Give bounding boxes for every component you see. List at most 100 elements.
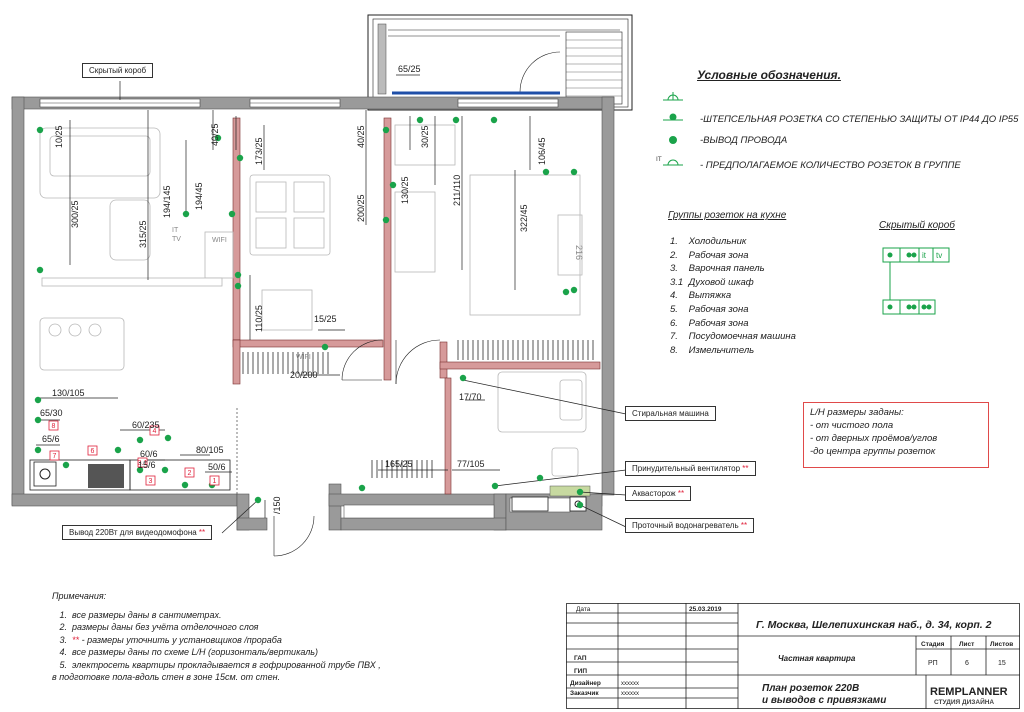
stamp-title-1: План розеток 220В: [762, 683, 859, 694]
bed-size-label: 216: [574, 245, 584, 260]
dim-60-235: 60/235: [132, 420, 160, 430]
leader-lines: [119, 81, 627, 534]
hidden-box-detail: [882, 247, 950, 315]
hidden-box-title: Скрытый короб: [879, 220, 955, 231]
stamp-sheets-label: Листов: [990, 641, 1013, 648]
dim-80-105: 80/105: [196, 445, 224, 455]
stamp-sheet: 6: [965, 660, 969, 667]
socket-icon: [663, 113, 683, 121]
stamp-address: Г. Москва, Шелепихинская наб., д. 34, ко…: [756, 619, 992, 631]
lh-note-line: - от дверных проёмов/углов: [810, 433, 938, 444]
dim-40-25b: 40/25: [356, 125, 366, 148]
lh-note-line: - от чистого пола: [810, 420, 894, 431]
kitchen-group-item: 3. Варочная панель: [670, 263, 765, 275]
lh-note-line: -до центра группы розеток: [810, 446, 936, 457]
dim-77-105: 77/105: [457, 459, 485, 469]
kitchen-groups-list: 1. Холодильник 2. Рабочая зона 3. Варочн…: [670, 235, 796, 357]
dim-150: /150: [272, 496, 282, 514]
it-prefix: IT: [656, 156, 662, 163]
dim-194-45: 194/45: [194, 182, 204, 210]
dim-50-6: 50/6: [208, 462, 226, 472]
dim-15-6: 15/6: [138, 460, 156, 470]
notes: Примечания: 1. все размеры даны в сантим…: [52, 590, 381, 684]
stamp-designer-value: xxxxxx: [621, 681, 639, 687]
group-num: 3.1: [138, 460, 148, 467]
kitchen-group-item: 5. Рабочая зона: [670, 303, 749, 315]
kitchen-group-item: 6. Рабочая зона: [670, 317, 749, 329]
kitchen-groups-title: Группы розеток на кухне: [668, 210, 787, 221]
legend-item-wire: -ВЫВОД ПРОВОДА: [700, 135, 788, 146]
dim-40-25a: 40/25: [210, 123, 220, 146]
group-num: 1: [213, 478, 217, 485]
notes-title: Примечания:: [52, 591, 107, 601]
wifi2-label: WIFI: [296, 354, 311, 361]
furniture: [39, 124, 587, 477]
dim-15-25: 15/25: [314, 314, 337, 324]
kitchen-group-item: 1. Холодильник: [670, 236, 747, 247]
stamp-gip: ГИП: [574, 668, 587, 675]
dim-130-105: 130/105: [52, 388, 85, 398]
stamp-object: Частная квартира: [778, 654, 856, 663]
kitchen-group-item: 2. Рабочая зона: [670, 249, 749, 261]
logo-main: REMPLANNER: [930, 686, 1008, 698]
kitchen-group-numbers: 8 7 6 4 3.1 3 2 1: [52, 423, 217, 485]
dim-65-30: 65/30: [40, 408, 63, 418]
stamp-gap: ГАП: [574, 655, 587, 662]
legend-icons: [663, 92, 683, 166]
stamp-customer-value: xxxxxx: [621, 691, 639, 697]
it-label: IT: [172, 227, 179, 234]
plan-small-labels: IT TV WIFI WIFI 216: [172, 227, 584, 361]
dim-194-145: 194/145: [162, 185, 172, 218]
dim-30-25: 30/25: [420, 125, 430, 148]
kitchen-group-item: 8. Измельчитель: [670, 344, 755, 356]
dim-173-25: 173/25: [254, 137, 264, 165]
logo-sub: СТУДИЯ ДИЗАЙНА: [934, 697, 994, 706]
kitchen-group-markers: [48, 420, 220, 486]
balcony: [367, 14, 633, 111]
washing-machine-callout: Стиральная машина: [625, 406, 716, 421]
doors: [236, 339, 441, 557]
stamp-date-label: Дата: [576, 606, 591, 613]
dim-300-25: 300/25: [70, 200, 80, 228]
dim-110-25: 110/25: [254, 305, 264, 332]
stamp-title-2: и выводов с привязками: [762, 695, 886, 706]
dim-65-6: 65/6: [42, 434, 60, 444]
group-num: 4: [153, 428, 157, 435]
dim-10-25: 10/25: [54, 125, 64, 148]
group-num: 8: [52, 423, 56, 430]
dimension-lines: [36, 74, 531, 518]
socket-ip-icon: [663, 92, 683, 101]
intercom-callout: Вывод 220Вт для видеодомофона **: [62, 525, 213, 540]
dim-315-25: 315/25: [138, 220, 148, 248]
group-num: 7: [53, 453, 57, 460]
wire-outlet-icon: [669, 136, 677, 144]
hidden-box-tv: tv: [936, 251, 942, 260]
stamp-stage-label: Стадия: [921, 641, 945, 648]
dim-17-70: 17/70: [459, 392, 482, 402]
legend-item-socket: -ШТЕПСЕЛЬНАЯ РОЗЕТКА СО СТЕПЕНЬЮ ЗАЩИТЫ …: [700, 114, 1019, 125]
note-item: 3. ** - размеры уточнить у установщиков …: [59, 634, 282, 645]
dim-211-110: 211/110: [452, 175, 462, 206]
dim-130-25: 130/25: [400, 176, 410, 204]
legend-item-group: - ПРЕДПОЛАГАЕМОЕ КОЛИЧЕСТВО РОЗЕТОК В ГР…: [700, 160, 961, 171]
group-num: 2: [188, 470, 192, 477]
stamp-stage: РП: [928, 660, 938, 667]
sockets: [34, 116, 584, 509]
stamp-designer-label: Дизайнер: [570, 679, 601, 687]
kitchen-group-item: 7. Посудомоечная машина: [670, 331, 796, 343]
ventilator-callout: Принудительный вентилятор **: [625, 461, 756, 476]
legend-title: Условные обозначения.: [697, 68, 841, 82]
group-num: 6: [91, 448, 95, 455]
tv-label: TV: [172, 236, 181, 243]
lh-note-title: L/H размеры заданы:: [810, 407, 904, 418]
dim-322-45: 322/45: [519, 204, 529, 232]
stamp-sheet-label: Лист: [959, 641, 974, 648]
group-num: 3: [149, 478, 153, 485]
wifi-label: WIFI: [212, 237, 227, 244]
lh-note-box: L/H размеры заданы: - от чистого пола - …: [803, 402, 989, 468]
note-item: 2. размеры даны без учёта отделочного сл…: [59, 622, 259, 632]
dim-20-200: 20/200: [290, 370, 318, 380]
hidden-box-callout: Скрытый короб: [82, 63, 154, 78]
windows: [39, 98, 559, 108]
